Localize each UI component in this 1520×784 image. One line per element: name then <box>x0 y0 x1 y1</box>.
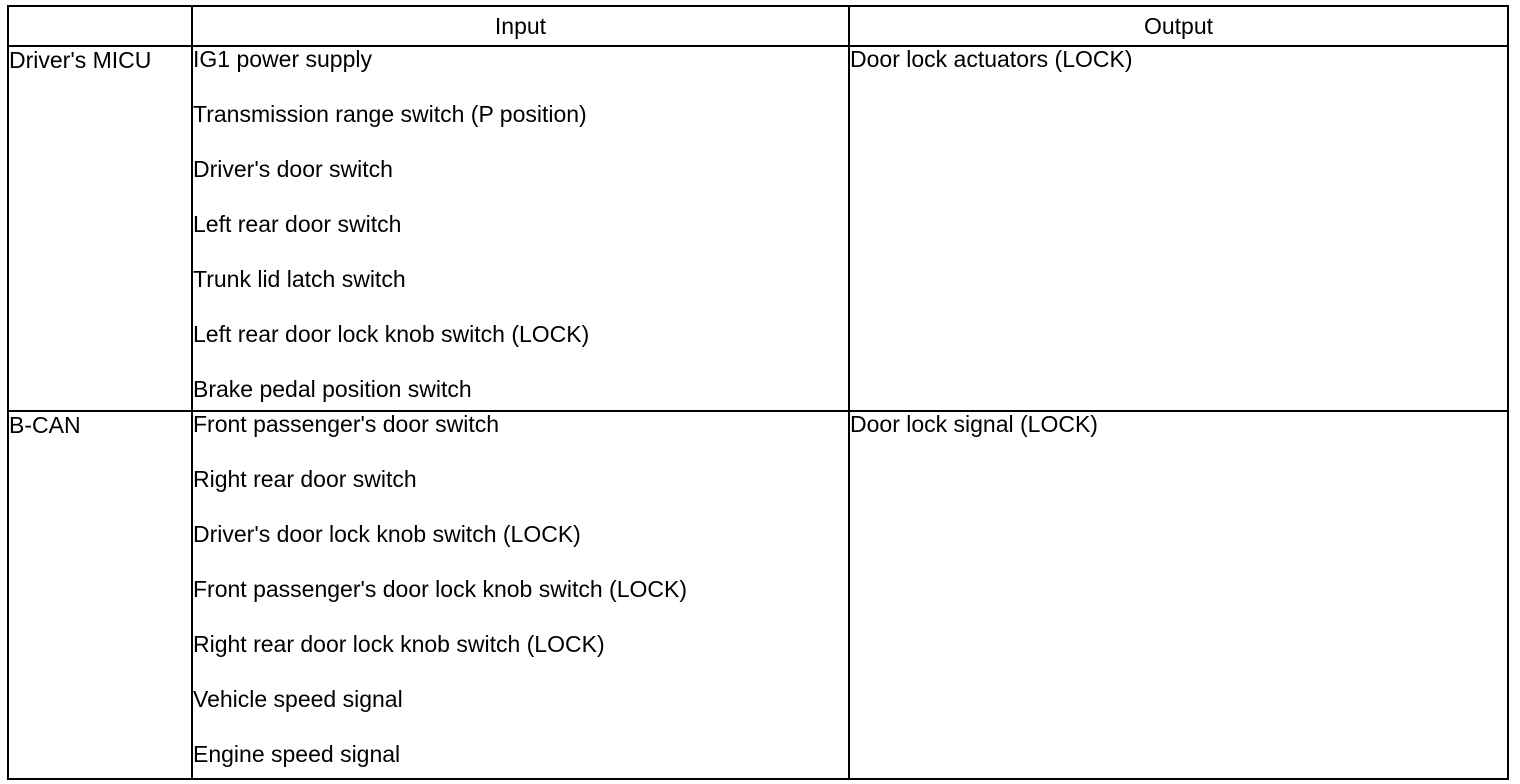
header-corner-cell <box>7 5 193 47</box>
list-item: Front passenger's door switch <box>193 411 500 437</box>
row-label-drivers-micu: Driver's MICU <box>7 45 193 412</box>
row-inputs-drivers-micu: IG1 power supply Transmission range swit… <box>191 45 850 412</box>
header-input: Input <box>191 5 850 47</box>
input-list: Front passenger's door switch Right rear… <box>193 412 848 766</box>
row-outputs-b-can: Door lock signal (LOCK) <box>848 410 1509 780</box>
list-item: Right rear door lock knob switch (LOCK) <box>193 631 605 657</box>
row-inputs-b-can: Front passenger's door switch Right rear… <box>191 410 850 780</box>
list-item: Door lock actuators (LOCK) <box>850 46 1133 72</box>
list-item: Vehicle speed signal <box>193 686 403 712</box>
list-item: Engine speed signal <box>193 741 401 767</box>
input-output-table: Input Output Driver's MICU IG1 power sup… <box>7 5 1509 780</box>
input-list: IG1 power supply Transmission range swit… <box>193 47 848 401</box>
list-item: Door lock signal (LOCK) <box>850 411 1098 437</box>
table-body: Driver's MICU IG1 power supply Transmiss… <box>7 45 1509 780</box>
list-item: Trunk lid latch switch <box>193 266 406 292</box>
list-item: Front passenger's door lock knob switch … <box>193 576 687 602</box>
list-item: Right rear door switch <box>193 466 417 492</box>
output-list: Door lock actuators (LOCK) <box>850 47 1507 71</box>
table-header-row: Input Output <box>7 5 1509 47</box>
list-item: Driver's door switch <box>193 156 393 182</box>
header-output: Output <box>848 5 1509 47</box>
list-item: Transmission range switch (P position) <box>193 101 587 127</box>
list-item: Left rear door switch <box>193 211 402 237</box>
output-list: Door lock signal (LOCK) <box>850 412 1507 436</box>
row-outputs-drivers-micu: Door lock actuators (LOCK) <box>848 45 1509 412</box>
list-item: Left rear door lock knob switch (LOCK) <box>193 321 590 347</box>
row-label-b-can: B-CAN <box>7 410 193 780</box>
table-row: B-CAN Front passenger's door switch Righ… <box>7 410 1509 780</box>
list-item: Driver's door lock knob switch (LOCK) <box>193 521 581 547</box>
list-item: IG1 power supply <box>193 46 372 72</box>
table-row: Driver's MICU IG1 power supply Transmiss… <box>7 45 1509 412</box>
table-head: Input Output <box>7 5 1509 47</box>
list-item: Brake pedal position switch <box>193 376 472 402</box>
